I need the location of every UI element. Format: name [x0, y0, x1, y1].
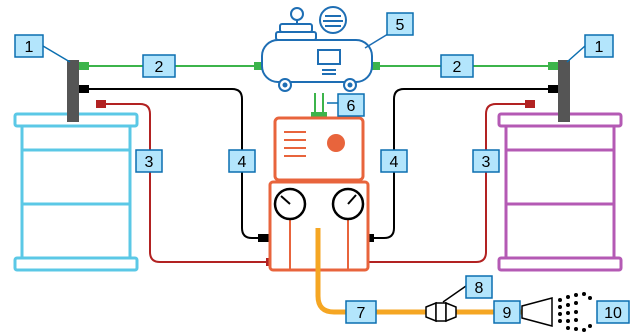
svg-text:5: 5: [396, 17, 405, 34]
label-2-right: 2: [440, 54, 474, 78]
svg-text:4: 4: [390, 154, 399, 171]
right-mount-bar: [558, 60, 570, 122]
svg-text:1: 1: [25, 39, 34, 56]
label-9: 9: [493, 300, 521, 324]
red-fluid-lines: [98, 103, 533, 263]
svg-text:4: 4: [238, 154, 247, 171]
spray-gun: [521, 297, 553, 327]
svg-text:10: 10: [604, 305, 622, 322]
label-10: 10: [596, 300, 630, 324]
compressor: [261, 6, 373, 92]
spray-dots: [558, 292, 592, 332]
label-4-left: 4: [228, 149, 256, 173]
left-drum: [13, 112, 139, 272]
connector-pointer: [442, 285, 467, 303]
label-6: 6: [327, 93, 365, 117]
right-gauge: [331, 187, 365, 221]
svg-text:3: 3: [482, 154, 491, 171]
pump-unit: [268, 116, 370, 272]
svg-text:9: 9: [503, 305, 512, 322]
air-connectors: [79, 62, 558, 118]
label-3-left: 3: [135, 149, 163, 173]
compressor-pointer: [364, 33, 389, 49]
label-5: 5: [386, 12, 414, 36]
svg-text:2: 2: [155, 59, 164, 76]
label-7: 7: [345, 300, 377, 324]
svg-text:2: 2: [453, 59, 462, 76]
label-1-left: 1: [14, 34, 71, 63]
label-2-left: 2: [142, 54, 176, 78]
svg-text:6: 6: [347, 98, 356, 115]
label-1-right: 1: [566, 34, 614, 63]
svg-text:1: 1: [595, 39, 604, 56]
left-mount-bar: [67, 60, 79, 122]
svg-text:7: 7: [357, 305, 366, 322]
right-drum: [497, 112, 623, 272]
label-8: 8: [465, 275, 493, 299]
quick-connector: [425, 301, 457, 323]
svg-text:3: 3: [145, 154, 154, 171]
left-gauge: [273, 187, 307, 221]
svg-text:8: 8: [475, 280, 484, 297]
label-4-right: 4: [380, 149, 408, 173]
pump-indicator-light: [327, 134, 345, 152]
label-3-right: 3: [472, 149, 500, 173]
